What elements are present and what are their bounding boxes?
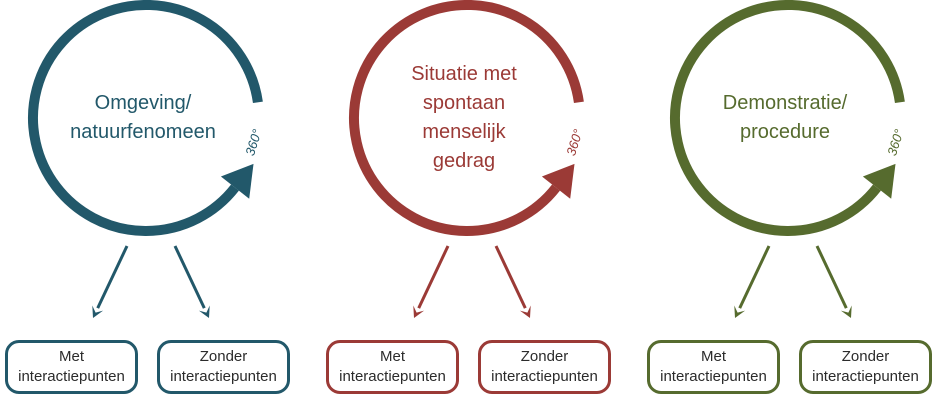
option-zonder-interactiepunten: Zonder interactiepunten [157, 340, 290, 394]
arrowhead-to-met [734, 305, 746, 318]
cycle-ring [349, 0, 584, 236]
option-zonder-interactiepunten: Zonder interactiepunten [799, 340, 932, 394]
option-zonder-interactiepunten: Zonder interactiepunten [478, 340, 611, 394]
cycle-arrow-icon [349, 0, 584, 318]
cycle-arrowhead [541, 163, 575, 199]
option-line2: interactiepunten [660, 368, 767, 385]
option-line2: interactiepunten [18, 368, 125, 385]
cycle-ring [28, 0, 263, 236]
cycle-arrowhead [862, 163, 896, 199]
group-natuurfenomeen: Omgeving/ natuurfenomeen 360° Met intera… [0, 0, 314, 404]
option-line2: interactiepunten [170, 368, 277, 385]
option-line2: interactiepunten [339, 368, 446, 385]
option-met-interactiepunten: Met interactiepunten [5, 340, 138, 394]
option-line1: Zonder [199, 348, 248, 365]
arrowhead-to-zonder [519, 305, 531, 318]
option-line1: Zonder [841, 348, 890, 365]
circle-title: Omgeving/ natuurfenomeen [70, 92, 216, 143]
group-menselijk-gedrag: Situatie met spontaan menselijk gedrag 3… [321, 0, 635, 404]
cycle-arrow-icon [28, 0, 263, 318]
option-line1: Met [700, 348, 726, 365]
arrow-to-met [417, 245, 450, 309]
cycle-arrow-icon [670, 0, 905, 318]
arrowhead-to-zonder [840, 305, 852, 318]
option-met-interactiepunten: Met interactiepunten [326, 340, 459, 394]
group-demonstratie: Demonstratie/ procedure 360° Met interac… [642, 0, 943, 404]
arrowhead-to-met [413, 305, 425, 318]
option-line2: interactiepunten [812, 368, 919, 385]
option-line1: Met [379, 348, 405, 365]
arrow-to-met [738, 245, 771, 309]
arrow-to-met [96, 245, 129, 309]
circle-title: Demonstratie/ procedure [722, 92, 848, 143]
option-line2: interactiepunten [491, 368, 598, 385]
circle-title: Situatie met spontaan menselijk gedrag [411, 63, 517, 172]
arrow-to-zonder [173, 245, 206, 309]
cycle-ring [670, 0, 905, 236]
option-line1: Met [58, 348, 84, 365]
option-met-interactiepunten: Met interactiepunten [647, 340, 780, 394]
option-line1: Zonder [520, 348, 569, 365]
arrowhead-to-met [92, 305, 104, 318]
arrow-to-zonder [815, 245, 848, 309]
arrowhead-to-zonder [198, 305, 210, 318]
arrow-to-zonder [494, 245, 527, 309]
cycle-arrowhead [220, 163, 254, 199]
